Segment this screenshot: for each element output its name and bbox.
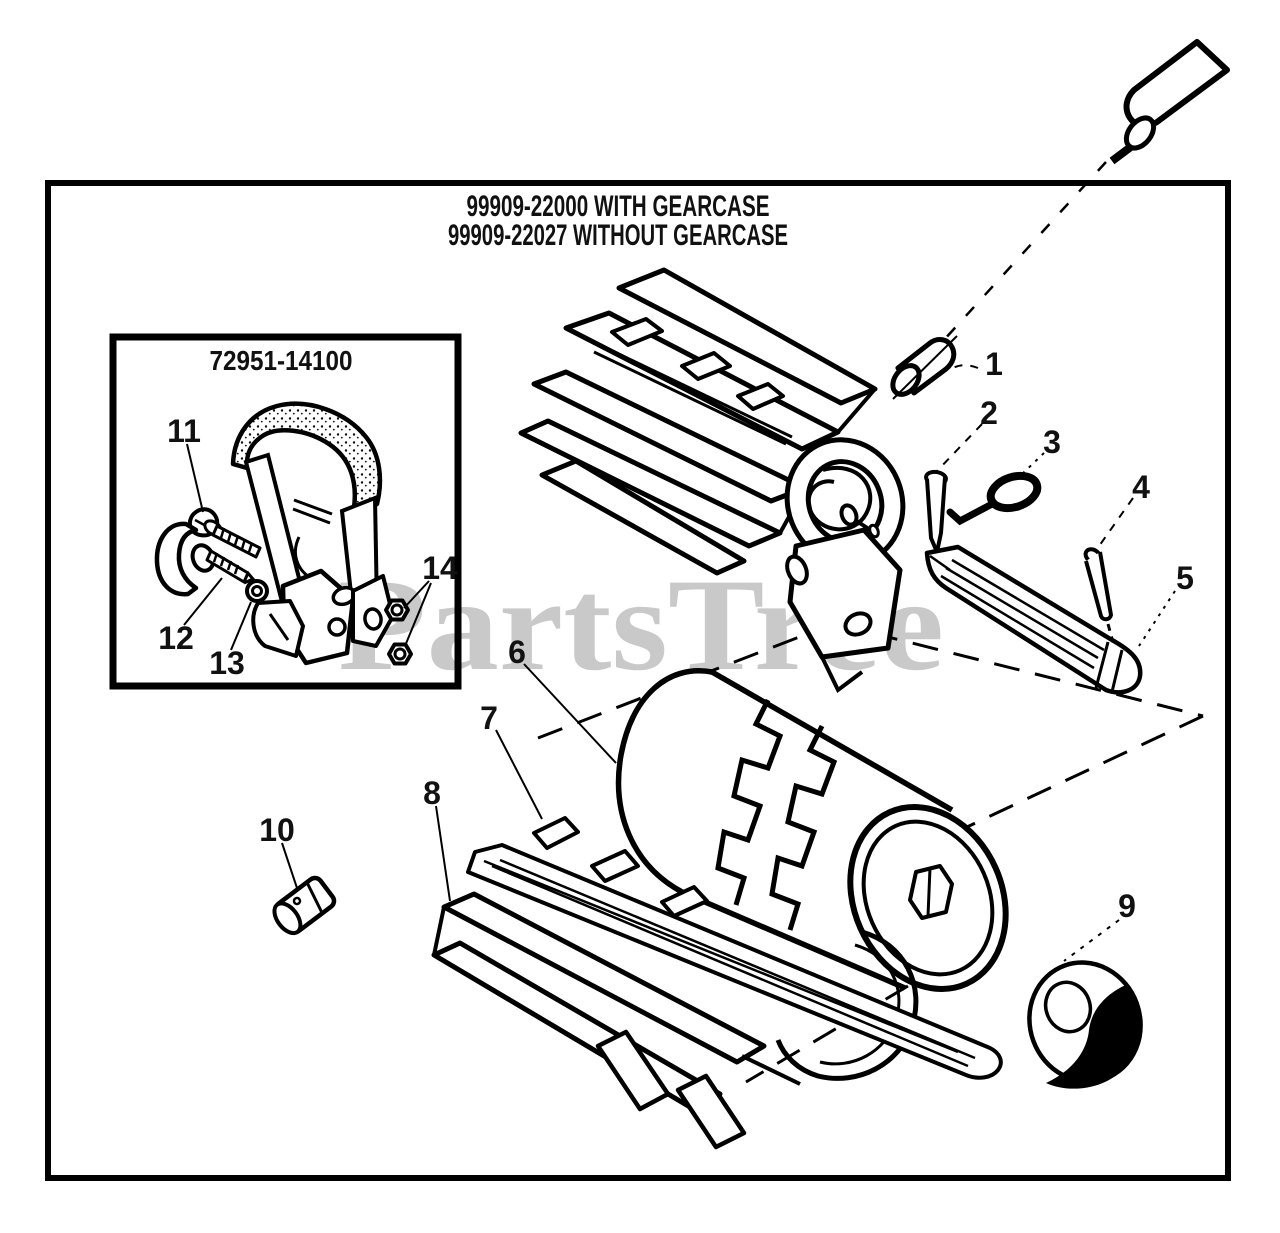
callout-8[interactable]: 8 [423,775,441,811]
knob-part-12 [154,521,256,597]
page-title: 99909-22000 WITH GEARCASE 99909-22027 WI… [448,190,788,252]
callout-5[interactable]: 5 [1176,560,1194,596]
callout-1[interactable]: 1 [985,346,1003,382]
gearcase-hub [784,437,906,694]
handle-assembly [230,401,395,666]
alignment-guide-lines [537,161,1204,1084]
pads-part-7 [532,816,709,918]
callout-10[interactable]: 10 [259,812,295,848]
diagram-border [45,180,1231,1181]
ring-pin-part-3 [946,471,1042,526]
callout-13[interactable]: 13 [209,645,245,681]
callout-11[interactable]: 11 [167,413,201,449]
callout-leader-lines [183,364,1176,962]
title-line-2: 99909-22027 WITHOUT GEARCASE [448,219,788,252]
callout-6[interactable]: 6 [508,634,526,670]
washer-part-9 [1027,960,1143,1089]
callout-12[interactable]: 12 [158,620,194,656]
reel-assembly [518,267,878,576]
drive-shaft [1109,39,1230,165]
bushing-part-1 [890,335,958,400]
title-line-1: 99909-22000 WITH GEARCASE [467,190,770,223]
blade-bar-part-5 [924,544,1143,695]
inset-part-number: 72951-14100 [210,345,353,376]
callout-9[interactable]: 9 [1118,888,1136,924]
callout-numbers: 1 2 3 4 5 6 7 8 9 10 11 12 13 14 [158,346,1194,924]
callout-7[interactable]: 7 [480,700,498,736]
shell-blade [466,843,1003,1080]
callout-4[interactable]: 4 [1132,469,1150,505]
callout-3[interactable]: 3 [1043,424,1061,460]
bushing-part-10 [272,875,337,936]
shell-part-8 [431,891,919,1150]
inset-box-border [109,333,462,690]
callout-2[interactable]: 2 [980,395,998,431]
washer-part-13 [245,579,269,603]
callout-14[interactable]: 14 [422,550,458,586]
